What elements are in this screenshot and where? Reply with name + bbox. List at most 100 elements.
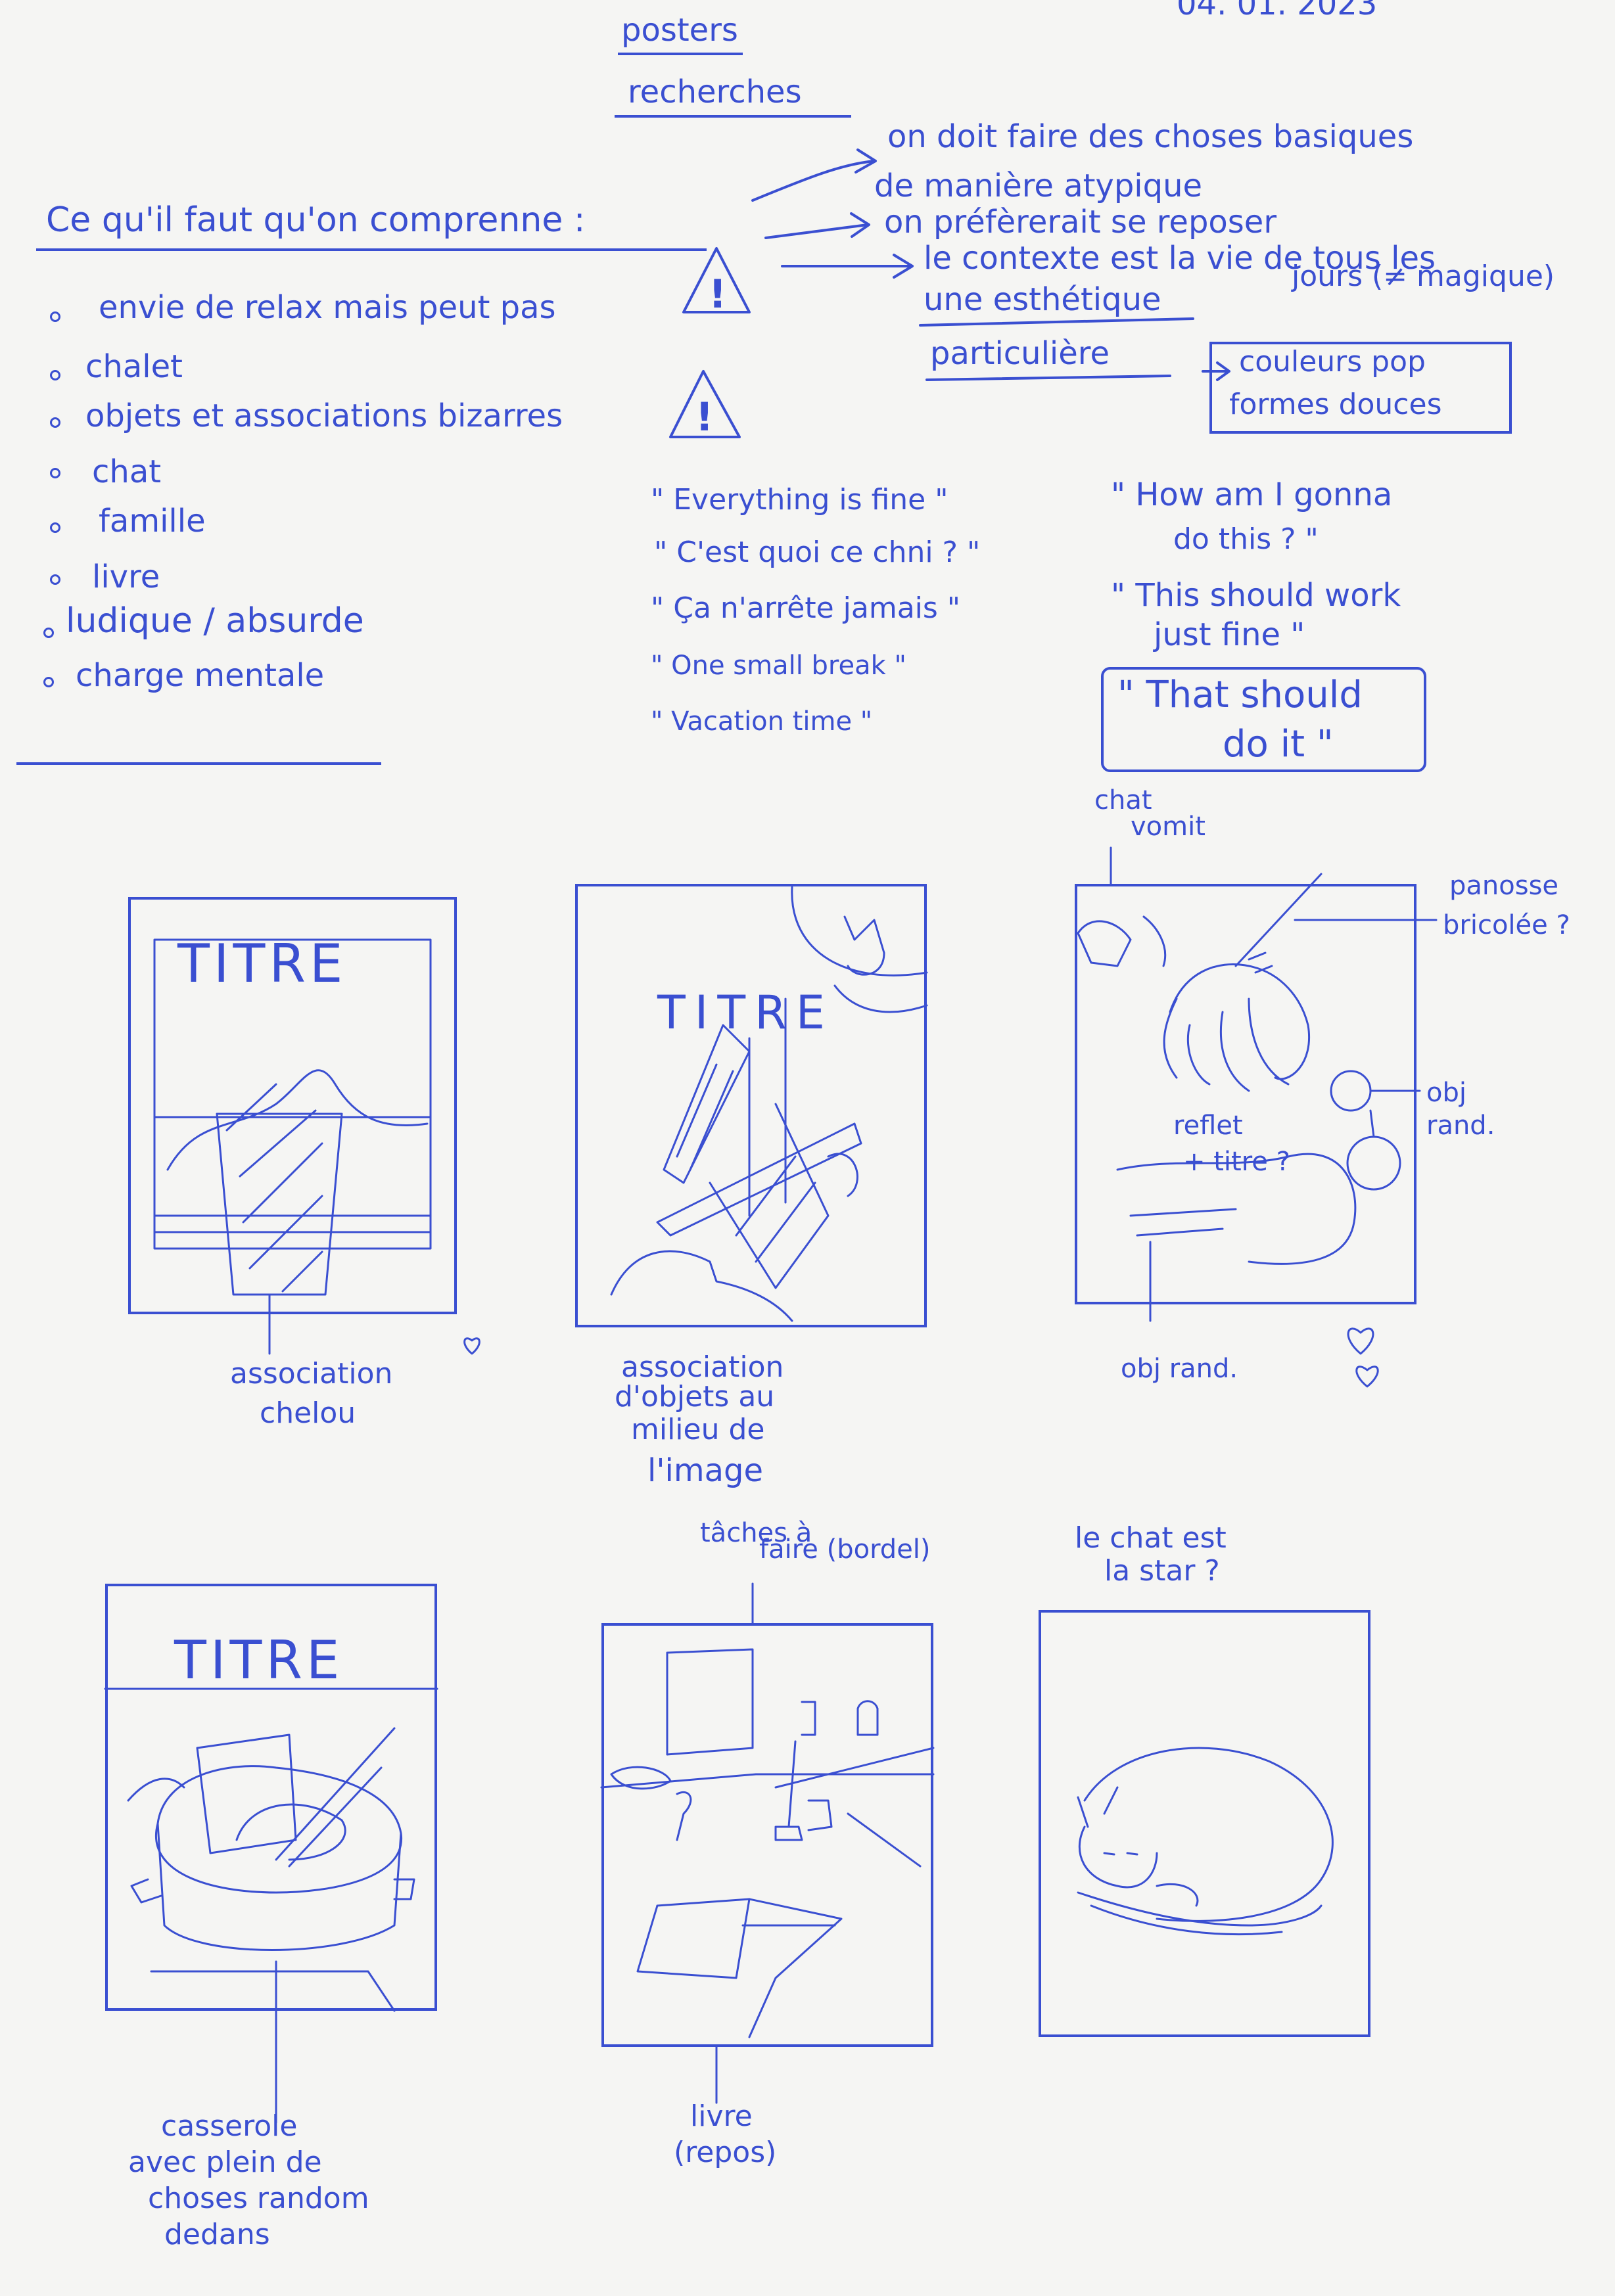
quote: " C'est quoi ce chni ? " xyxy=(654,536,981,569)
sketch-caption: milieu de xyxy=(631,1413,765,1446)
heart-icon xyxy=(1347,1327,1374,1355)
sketch-frame-2 xyxy=(575,884,927,1327)
sketch-note: faire (bordel) xyxy=(759,1534,931,1565)
intro-heading-underline xyxy=(36,248,707,251)
sketch-caption: d'objets au xyxy=(615,1380,775,1413)
note-line: particulière xyxy=(930,335,1110,372)
sketch-caption: casserole xyxy=(161,2109,298,2143)
sketch-caption: association xyxy=(621,1350,784,1384)
sketch-4-drawing xyxy=(104,1688,438,2124)
date: 04. 01. 2023 xyxy=(1177,0,1378,22)
sketch-note: reflet xyxy=(1173,1111,1243,1141)
intro-heading: Ce qu'il faut qu'on comprenne : xyxy=(46,200,586,240)
note-line: de manière atypique xyxy=(874,168,1203,204)
quote: " This should work xyxy=(1111,577,1401,614)
sketch-title: TITRE xyxy=(174,1630,344,1691)
note-line: jours (≠ magique) xyxy=(1292,260,1555,293)
sketch-note: + titre ? xyxy=(1183,1147,1290,1177)
warning-mark: ! xyxy=(695,394,713,440)
bullet-item: ludique / absurde xyxy=(66,601,364,641)
sketch-note: vomit xyxy=(1131,812,1205,842)
note-line: on préfèrerait se reposer xyxy=(884,204,1277,241)
sketch-caption: avec plein de xyxy=(128,2146,322,2179)
sketch-caption: l'image xyxy=(647,1452,764,1489)
bullet-item: famille xyxy=(99,503,206,540)
sketch-title: TITRE xyxy=(177,933,347,994)
bullet-item: livre xyxy=(92,559,160,595)
sketch-note: rand. xyxy=(1426,1111,1495,1141)
sketch-caption: (repos) xyxy=(674,2136,777,2169)
sketch-title: TITRE xyxy=(657,986,835,1040)
sketch-frame-3 xyxy=(1075,884,1416,1304)
note-line: on doit faire des choses basiques xyxy=(887,118,1414,155)
bullet-dot xyxy=(50,311,60,322)
bullet-dot xyxy=(50,574,60,585)
sketch-1-drawing xyxy=(153,938,432,1355)
bullet-dot xyxy=(43,677,54,687)
bullet-dot xyxy=(50,522,60,533)
sketch-2-drawing xyxy=(610,886,928,1322)
bullet-item: chalet xyxy=(85,348,183,385)
note-line: formes douces xyxy=(1229,388,1442,421)
sketch-6-drawing xyxy=(1077,1747,1334,1936)
quote: " How am I gonna xyxy=(1111,476,1393,513)
quote: " One small break " xyxy=(651,651,906,681)
sketch-frame-1 xyxy=(128,897,457,1314)
warning-triangle-icon xyxy=(669,370,741,438)
note-line: couleurs pop xyxy=(1239,345,1426,379)
note-line: une esthétique xyxy=(924,281,1161,318)
bullet-item: charge mentale xyxy=(76,657,325,694)
sketch-note: tâches à xyxy=(700,1518,812,1548)
sketch-note: bricolée ? xyxy=(1443,910,1570,940)
quote-box xyxy=(1101,667,1426,772)
sketch-caption: chelou xyxy=(260,1396,356,1430)
quote: " Vacation time " xyxy=(651,706,873,737)
title-underline-1 xyxy=(618,53,743,55)
bullet-dot xyxy=(50,417,60,428)
sketch-note: la star ? xyxy=(1104,1554,1220,1588)
section-divider xyxy=(16,762,381,765)
quote: do this ? " xyxy=(1173,522,1319,556)
title-posters: posters xyxy=(621,12,738,49)
arrow-icon xyxy=(850,212,870,238)
arrow-icon xyxy=(764,223,869,239)
bullet-item: chat xyxy=(92,453,162,490)
sketch-caption: livre xyxy=(690,2100,753,2133)
sketch-caption: dedans xyxy=(164,2218,270,2251)
sketch-caption: choses random xyxy=(148,2182,369,2215)
sketch-frame-4 xyxy=(105,1584,437,2011)
bullet-dot xyxy=(43,628,54,638)
bullet-dot xyxy=(50,370,60,380)
title-recherches: recherches xyxy=(628,74,802,110)
bullet-dot xyxy=(50,468,60,478)
sketch-note: chat xyxy=(1094,785,1152,815)
quote: just fine " xyxy=(1154,616,1305,653)
bullet-item: objets et associations bizarres xyxy=(85,398,563,434)
sketch-note: obj xyxy=(1426,1078,1466,1108)
heart-icon xyxy=(1355,1366,1379,1388)
arrow-icon xyxy=(893,254,914,279)
quote: " That should xyxy=(1117,674,1363,716)
sketch-frame-6 xyxy=(1039,1610,1370,2037)
warning-mark: ! xyxy=(709,271,726,317)
sketch-note: obj rand. xyxy=(1121,1354,1238,1384)
quote: " Everything is fine " xyxy=(651,483,948,517)
arrow-icon xyxy=(1216,361,1230,381)
note-line: le contexte est la vie de tous les xyxy=(924,240,1436,277)
arrow-icon xyxy=(751,160,876,202)
quote: " Ça n'arrête jamais " xyxy=(651,591,961,625)
bullet-item: envie de relax mais peut pas xyxy=(99,289,556,326)
sketch-3-drawing xyxy=(1077,846,1438,1322)
arrow-icon xyxy=(854,149,877,173)
sketch-note: le chat est xyxy=(1075,1521,1227,1555)
title-underline-2 xyxy=(615,115,851,118)
quote: do it " xyxy=(1223,723,1334,766)
sketch-frame-5 xyxy=(601,1623,933,2047)
aesthetic-box xyxy=(1209,342,1512,434)
sketch-caption: association xyxy=(230,1357,393,1390)
sketch-5-drawing xyxy=(600,1582,935,2104)
heart-icon xyxy=(463,1337,480,1355)
sketch-note: panosse xyxy=(1449,871,1559,901)
